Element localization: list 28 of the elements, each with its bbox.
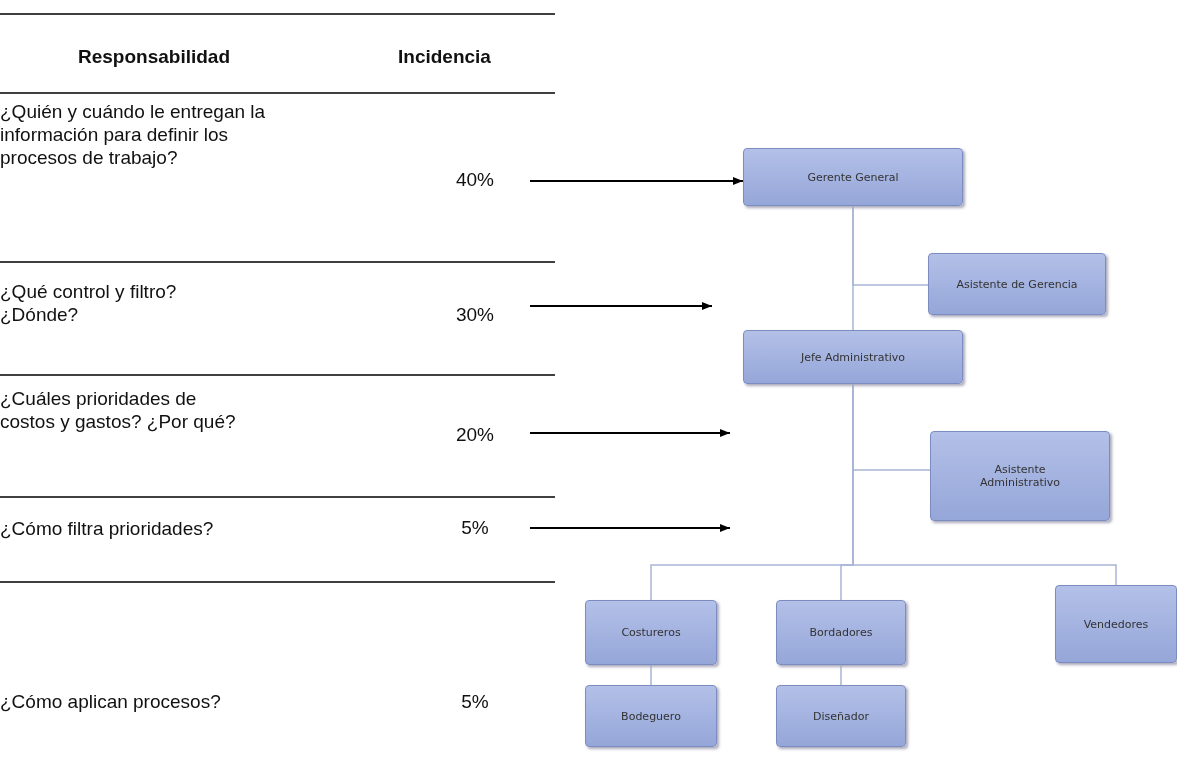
connector-line bbox=[650, 664, 652, 686]
question-text: ¿Cómo aplican procesos? bbox=[0, 690, 222, 713]
arrow bbox=[529, 429, 731, 437]
org-box: Vendedores bbox=[1055, 585, 1177, 663]
arrow bbox=[529, 302, 713, 310]
percentage-text: 20% bbox=[420, 420, 530, 450]
arrow bbox=[529, 524, 731, 532]
column-header: Responsabilidad bbox=[78, 45, 232, 68]
question-text: ¿Quién y cuándo le entregan la información para definir los procesos de trabajo? bbox=[0, 100, 267, 169]
org-box: Diseñador bbox=[776, 685, 906, 747]
org-box: Costureros bbox=[585, 600, 717, 665]
question-text: ¿Cómo filtra prioridades? bbox=[0, 517, 215, 540]
arrow bbox=[529, 177, 744, 185]
percentage-text: 40% bbox=[420, 160, 530, 200]
question-text: ¿Cuáles prioridades de costos y gastos? ¿Por qué? bbox=[0, 387, 237, 433]
org-box: Bodeguero bbox=[585, 685, 717, 747]
column-header: Incidencia bbox=[398, 45, 492, 68]
percentage-text: 5% bbox=[420, 513, 530, 543]
org-box: Gerente General bbox=[743, 148, 963, 206]
org-box: Jefe Administrativo bbox=[743, 330, 963, 384]
connector-line bbox=[852, 205, 854, 331]
org-box: Asistente de Gerencia bbox=[928, 253, 1106, 315]
percentage-text: 5% bbox=[460, 690, 490, 713]
question-text: ¿Qué control y filtro? ¿Dónde? bbox=[0, 280, 178, 326]
percentage-text: 30% bbox=[420, 300, 530, 330]
connector-line bbox=[840, 664, 842, 686]
org-box: Bordadores bbox=[776, 600, 906, 665]
org-box: Asistente Administrativo bbox=[930, 431, 1110, 521]
